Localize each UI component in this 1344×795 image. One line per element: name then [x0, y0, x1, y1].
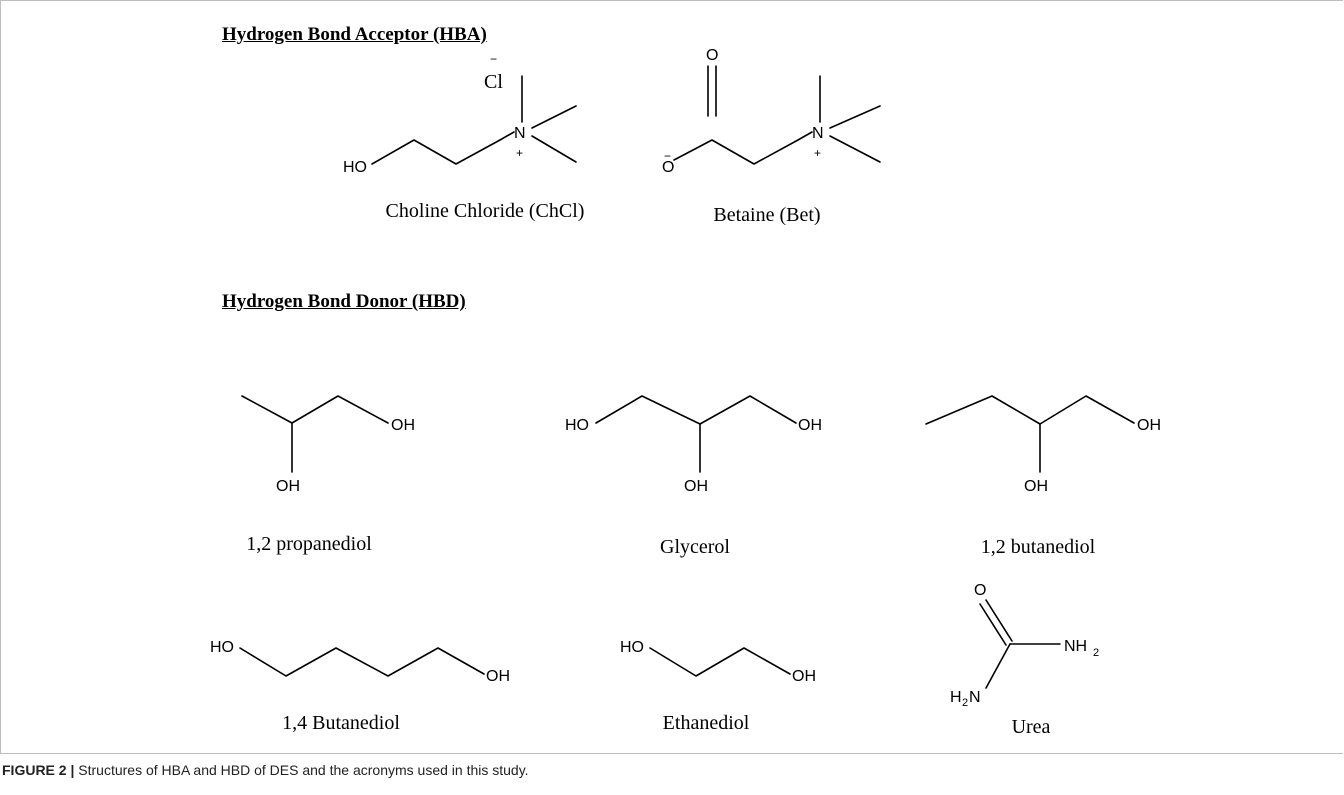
urea-sub-left: 2 [962, 697, 968, 709]
hba-heading: Hydrogen Bond Acceptor (HBA) [222, 24, 487, 45]
propanediol-structure: OH OH [241, 395, 415, 495]
betaine-nitrogen-charge: + [814, 146, 821, 160]
ethanediol-chain-bonds [649, 647, 791, 677]
nitrogen-atom: N [514, 125, 526, 142]
chloride-charge: − [490, 52, 497, 66]
betaine-methyl-down [829, 135, 881, 163]
methyl-bond-right [531, 105, 577, 129]
ethanediol-oh: OH [792, 668, 816, 685]
hydroxyl-label: HO [343, 159, 367, 176]
choline-chain-bonds [371, 131, 515, 165]
glycerol-label: Glycerol [660, 536, 730, 558]
glycerol-ho: HO [565, 417, 589, 434]
urea-label: Urea [1011, 716, 1051, 738]
urea-carbonyl-bond-b [979, 603, 1007, 646]
carboxylate-charge: − [664, 149, 671, 163]
hbd-heading: Hydrogen Bond Donor (HBD) [222, 291, 466, 312]
butanediol-14-ho: HO [210, 639, 234, 656]
propanediol-chain-bonds [241, 395, 389, 424]
methyl-bond-down [531, 135, 577, 163]
butanediol-14-label: 1,4 Butanediol [282, 712, 400, 734]
betaine-label: Betaine (Bet) [713, 204, 821, 226]
butanediol-12-chain-bonds [925, 395, 1135, 425]
butanediol-14-oh: OH [486, 668, 510, 685]
butanediol-12-oh-secondary: OH [1024, 478, 1048, 495]
urea-nh2-bond-left [985, 643, 1011, 689]
urea-h-left: H [950, 689, 962, 706]
carbonyl-oxygen: O [706, 47, 718, 64]
butanediol-14-structure: HO OH [210, 639, 510, 685]
figure-frame [0, 0, 1343, 754]
betaine-methyl-right [829, 105, 881, 129]
urea-n-left: N [969, 689, 981, 706]
nitrogen-charge: + [516, 146, 523, 160]
betaine-chain-bonds [673, 131, 813, 165]
butanediol-12-oh-terminal: OH [1137, 417, 1161, 434]
glycerol-chain-bonds [595, 395, 797, 425]
urea-carbonyl-bond-a [985, 599, 1013, 642]
caption-label: FIGURE 2 | [2, 762, 75, 778]
glycerol-oh-terminal: OH [798, 417, 822, 434]
urea-oxygen: O [974, 582, 986, 599]
glycerol-structure: HO OH OH [565, 395, 822, 495]
butanediol-12-structure: OH OH [925, 395, 1161, 495]
chemical-structures: Cl − HO N + O O − N + OH OH HO OH OH [210, 47, 1161, 709]
choline-chloride-structure: Cl − HO N + [343, 52, 577, 176]
ethanediol-structure: HO OH [620, 639, 816, 685]
betaine-structure: O O − N + [662, 47, 881, 176]
butanediol-14-chain-bonds [239, 647, 485, 677]
urea-sub-right: 2 [1093, 647, 1099, 659]
ethanediol-label: Ethanediol [662, 712, 750, 734]
ethanediol-ho: HO [620, 639, 644, 656]
choline-chloride-label: Choline Chloride (ChCl) [385, 200, 585, 222]
butanediol-12-label: 1,2 butanediol [980, 536, 1096, 558]
betaine-nitrogen: N [812, 125, 824, 142]
urea-structure: O NH 2 H 2 N [950, 582, 1099, 709]
propanediol-oh-terminal: OH [391, 417, 415, 434]
chloride-atom: Cl [484, 71, 503, 93]
figure-caption: FIGURE 2 | Structures of HBA and HBD of … [2, 762, 1342, 778]
caption-text: Structures of HBA and HBD of DES and the… [74, 762, 529, 778]
propanediol-oh-secondary: OH [276, 478, 300, 495]
propanediol-label: 1,2 propanediol [246, 533, 372, 555]
glycerol-oh-secondary: OH [684, 478, 708, 495]
carboxylate-oxygen: O [662, 159, 674, 176]
urea-nh-right: NH [1064, 638, 1087, 655]
